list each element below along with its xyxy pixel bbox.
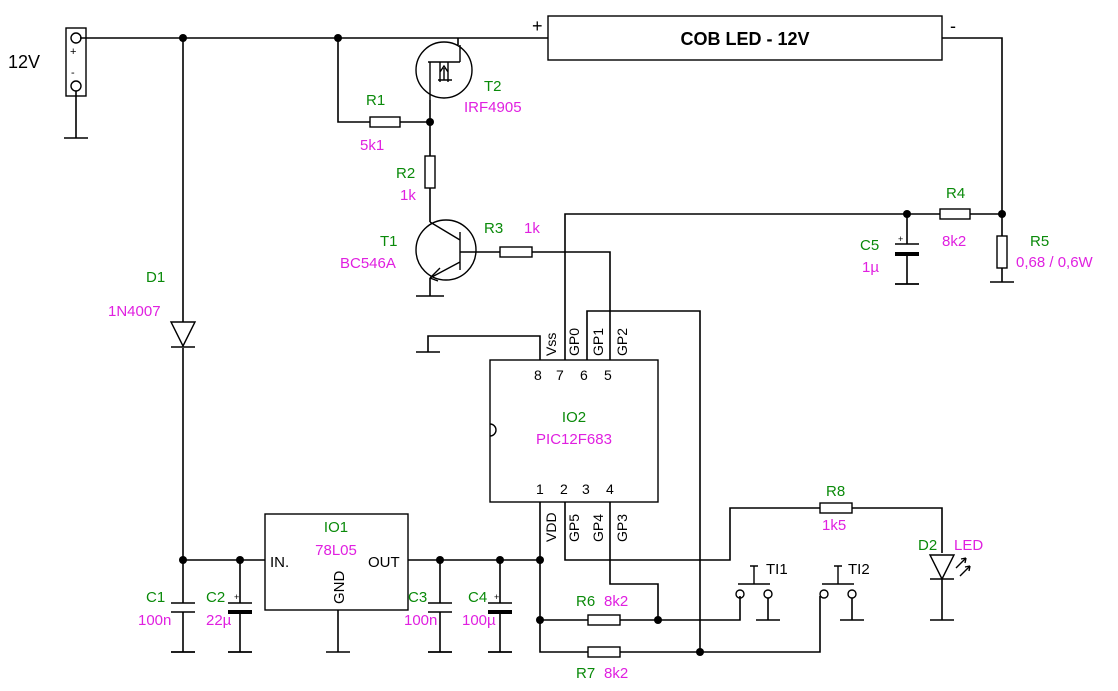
- r8-value: 1k5: [822, 517, 846, 534]
- svg-text:+: +: [898, 234, 903, 244]
- ic-bottom-pin-name: GP4: [590, 514, 606, 542]
- t2-ref: T2: [484, 78, 502, 95]
- r1-value: 5k1: [360, 137, 384, 154]
- r2-ref: R2: [396, 165, 415, 182]
- ic-bottom-pin-num: 1: [536, 481, 544, 497]
- c4-ref: C4: [468, 589, 487, 606]
- capacitor-c4: + C4 100µ: [462, 589, 512, 653]
- ic-top-pin-name: GP2: [614, 328, 630, 356]
- ic-pic12f683: IO2 PIC12F683 8 7 6 5 1 2 3 4 Vss GP0 GP…: [489, 328, 659, 542]
- ic-top-pin-name: GP0: [566, 328, 582, 356]
- capacitor-c2: + C2 22µ: [206, 589, 252, 653]
- connector-plus: +: [70, 46, 76, 58]
- c4-value: 100µ: [462, 612, 496, 629]
- resistor-r6: R6 8k2: [576, 593, 628, 626]
- ti1-ref: TI1: [766, 561, 788, 578]
- ic-top-pin-num: 8: [534, 367, 542, 383]
- resistor-r8: R8 1k5: [819, 483, 853, 534]
- transistor-t1: T1 BC546A: [340, 219, 477, 297]
- c3-ref: C3: [408, 589, 427, 606]
- resistor-r5: R5 0,68 / 0,6W: [990, 233, 1094, 283]
- c3-value: 100n: [404, 612, 437, 629]
- resistor-r7: R7 8k2: [576, 646, 628, 682]
- io1-value: 78L05: [315, 542, 357, 559]
- junction-dots: [179, 34, 1006, 656]
- mosfet-t2: T2 IRF4905: [415, 41, 522, 116]
- c1-ref: C1: [146, 589, 165, 606]
- t2-value: IRF4905: [464, 99, 522, 116]
- ic-bottom-pin-num: 4: [606, 481, 614, 497]
- resistor-r1: R1 5k1: [360, 92, 401, 154]
- r8-ref: R8: [826, 483, 845, 500]
- supply-label: 12V: [8, 52, 40, 72]
- d2-ref: D2: [918, 537, 937, 554]
- io1-pin-out: OUT: [368, 554, 400, 571]
- io1-pin-gnd: GND: [331, 571, 348, 605]
- r3-value: 1k: [524, 220, 540, 237]
- capacitor-c3: C3 100n: [404, 589, 452, 653]
- led-strip-label: COB LED - 12V: [680, 29, 809, 49]
- r1-ref: R1: [366, 92, 385, 109]
- r5-ref: R5: [1030, 233, 1049, 250]
- resistor-r4: R4 8k2: [939, 185, 971, 250]
- t1-ref: T1: [380, 233, 398, 250]
- c5-value: 1µ: [862, 259, 879, 276]
- r6-ref: R6: [576, 593, 595, 610]
- ic-top-pin-name: Vss: [543, 333, 559, 356]
- r4-value: 8k2: [942, 233, 966, 250]
- io2-ref: IO2: [562, 409, 586, 426]
- capacitor-c5: + C5 1µ: [860, 234, 919, 285]
- d1-value: 1N4007: [108, 303, 161, 320]
- ic-top-pin-name: GP1: [590, 328, 606, 356]
- led-d2: D2 LED: [918, 537, 983, 621]
- t1-value: BC546A: [340, 255, 396, 272]
- ti2-ref: TI2: [848, 561, 870, 578]
- led-strip-plus: +: [532, 16, 543, 36]
- ic-bottom-pin-name: GP3: [614, 514, 630, 542]
- c2-ref: C2: [206, 589, 225, 606]
- pushbutton-ti1: TI1: [735, 561, 788, 621]
- regulator-78l05: IO1 78L05 IN. OUT GND: [264, 513, 409, 611]
- resistor-r3: R3 1k: [484, 220, 540, 258]
- led-strip-minus: -: [950, 16, 956, 36]
- connector-minus: -: [71, 67, 75, 79]
- capacitor-c1: C1 100n: [138, 589, 195, 653]
- c2-value: 22µ: [206, 612, 232, 629]
- ground-symbols: [171, 283, 919, 653]
- d1-ref: D1: [146, 269, 165, 286]
- io1-pin-in: IN.: [270, 554, 289, 571]
- r6-value: 8k2: [604, 593, 628, 610]
- ic-top-pin-num: 5: [604, 367, 612, 383]
- pushbutton-ti2: TI2: [819, 561, 870, 621]
- power-connector: + - 12V: [8, 27, 88, 139]
- ic-bottom-pin-num: 3: [582, 481, 590, 497]
- r4-ref: R4: [946, 185, 965, 202]
- r2-value: 1k: [400, 187, 416, 204]
- svg-text:+: +: [494, 592, 499, 602]
- ic-bottom-pin-name: VDD: [543, 512, 559, 542]
- resistor-r2: R2 1k: [396, 155, 436, 204]
- io1-ref: IO1: [324, 519, 348, 536]
- cob-led-strip: COB LED - 12V + -: [532, 15, 956, 61]
- io2-value: PIC12F683: [536, 431, 612, 448]
- r5-value: 0,68 / 0,6W: [1016, 254, 1094, 271]
- r7-value: 8k2: [604, 665, 628, 682]
- ic-top-pin-num: 6: [580, 367, 588, 383]
- ic-bottom-pin-name: GP5: [566, 514, 582, 542]
- r7-ref: R7: [576, 665, 595, 682]
- diode-d1: D1 1N4007: [108, 269, 197, 348]
- ic-bottom-pin-num: 2: [560, 481, 568, 497]
- d2-value: LED: [954, 537, 983, 554]
- ic-top-pin-num: 7: [556, 367, 564, 383]
- c5-ref: C5: [860, 237, 879, 254]
- c1-value: 100n: [138, 612, 171, 629]
- svg-text:+: +: [234, 592, 239, 602]
- r3-ref: R3: [484, 220, 503, 237]
